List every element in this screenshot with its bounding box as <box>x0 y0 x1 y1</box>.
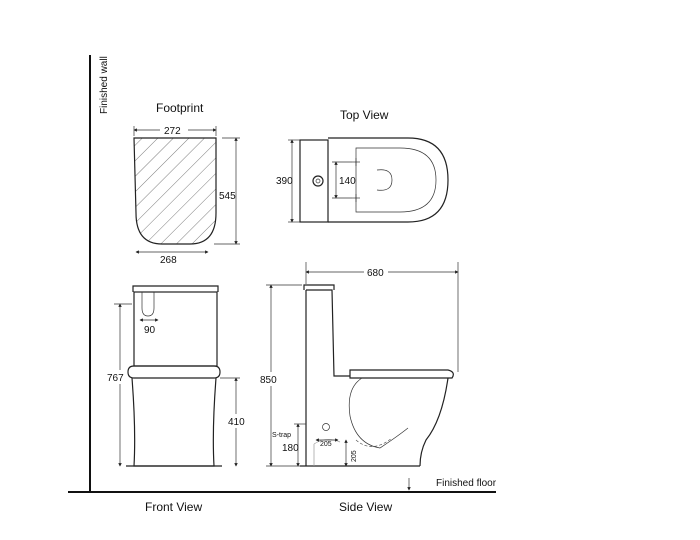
dim-bg <box>104 370 126 384</box>
dim-205-v: 205 <box>351 450 358 462</box>
front-inlet-slot <box>141 292 155 317</box>
dim-140: 140 <box>339 176 356 187</box>
dim-bg <box>258 372 282 386</box>
dim-272: 272 <box>164 126 181 137</box>
top-tank <box>299 139 329 223</box>
flush-button-icon <box>312 175 324 187</box>
top-bowl-opening <box>376 169 393 191</box>
front-tank-lid <box>132 285 219 292</box>
side-seat <box>349 369 454 379</box>
dim-680: 680 <box>367 268 384 279</box>
dim-545: 545 <box>219 191 236 202</box>
side-view-title: Side View <box>339 500 392 514</box>
dim-205-h: 205 <box>320 441 332 448</box>
finished-floor-label: Finished floor <box>436 478 497 489</box>
top-seat-outline <box>355 147 437 213</box>
front-tank <box>133 291 218 367</box>
side-bowl-front <box>419 377 449 467</box>
front-view: 90 767 410 Front View <box>104 285 248 514</box>
bolt-bottom-icon <box>352 194 360 202</box>
front-view-title: Front View <box>145 500 202 514</box>
dim-bg <box>226 414 248 428</box>
dim-bg <box>364 266 388 278</box>
dim-410: 410 <box>228 417 245 428</box>
top-bowl-outline <box>328 137 449 223</box>
footprint-outline <box>133 137 217 245</box>
front-seat <box>127 365 221 379</box>
side-inlet-icon <box>322 423 330 431</box>
side-bowl-inner <box>348 377 409 449</box>
dim-180: 180 <box>282 443 299 454</box>
dim-90: 90 <box>144 325 156 336</box>
flush-button-inner <box>315 178 321 184</box>
dim-390: 390 <box>276 176 293 187</box>
footprint-title: Footprint <box>156 101 204 115</box>
finished-wall-label: Finished wall <box>99 56 110 114</box>
front-pan <box>131 377 217 467</box>
top-view: Top View 390 140 <box>276 108 449 223</box>
dim-bg <box>160 124 188 136</box>
side-view: 680 850 S-trap 180 205 205 Side View <box>258 262 459 514</box>
side-trap-curve <box>355 437 393 447</box>
side-tank <box>306 289 350 377</box>
footprint-view: Footprint 272 545 268 <box>133 101 240 266</box>
bolt-top-icon <box>352 158 360 166</box>
top-view-title: Top View <box>340 108 389 122</box>
s-trap-label: S-trap <box>272 432 291 439</box>
dim-850: 850 <box>260 375 277 386</box>
side-tank-lid <box>303 284 335 290</box>
dim-268: 268 <box>160 255 177 266</box>
dim-767: 767 <box>107 373 124 384</box>
